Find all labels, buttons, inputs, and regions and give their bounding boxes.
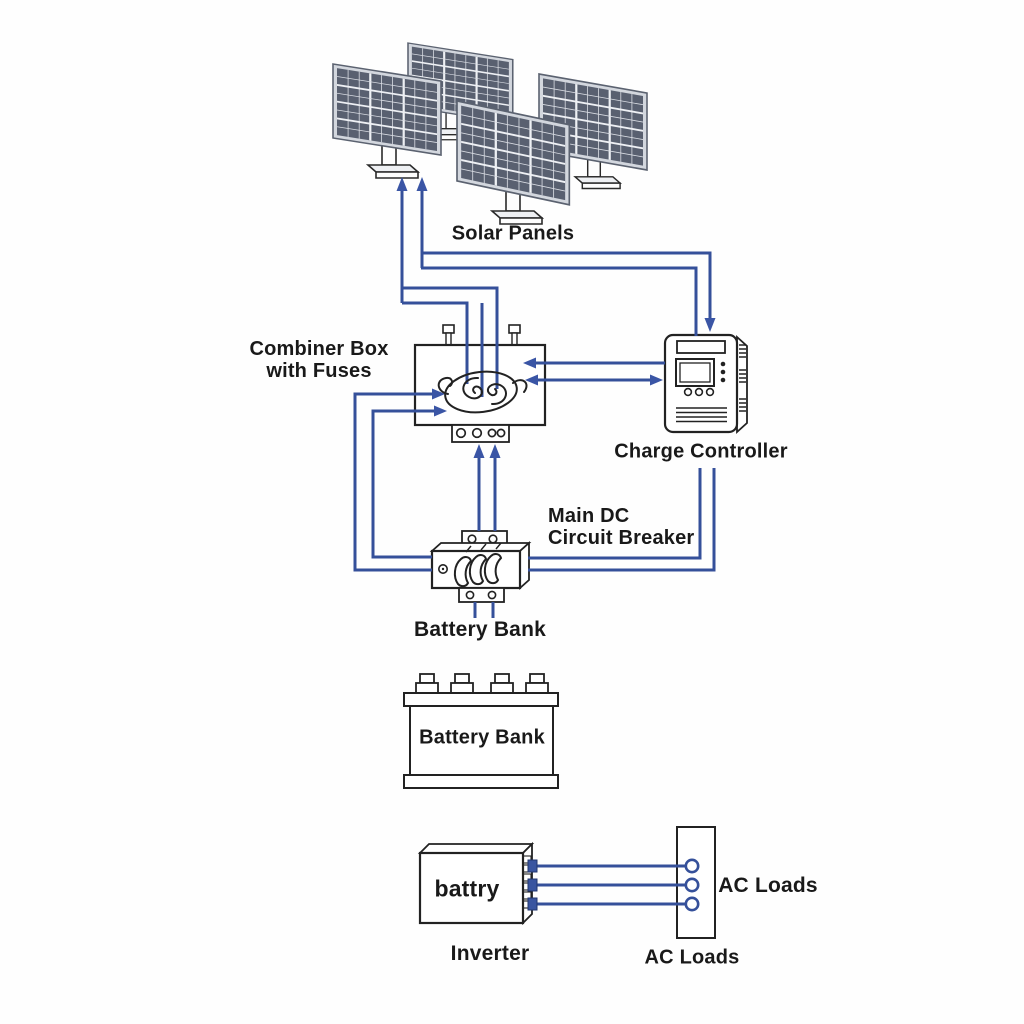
dc-circuit-breaker <box>429 530 532 603</box>
dc-breaker-label: Main DC Circuit Breaker <box>548 505 694 549</box>
combiner-terminals <box>455 427 506 439</box>
dc-breaker-label-line1: Main DC <box>548 505 630 527</box>
battery-bank-device-text: Battery Bank <box>419 726 545 749</box>
inverter-wire-connectors <box>527 859 538 911</box>
solar-panel-array <box>331 41 649 225</box>
combiner-box-label-line2: with Fuses <box>266 360 372 382</box>
ac-load-terminals <box>684 858 700 912</box>
combiner-fuse-scribble <box>437 370 528 414</box>
charge-controller-label: Charge Controller <box>614 440 788 463</box>
ac-loads-caption: AC Loads <box>644 946 740 969</box>
inverter-device-text: battry <box>434 875 500 902</box>
battery-bank-caption: Battery Bank <box>414 618 546 641</box>
ac-loads-side-label: AC Loads <box>718 874 818 897</box>
wire-arrowheads <box>396 177 716 458</box>
battery-bank <box>403 673 559 789</box>
charge-controller <box>663 333 748 435</box>
dc-breaker-label-line2: Circuit Breaker <box>548 527 695 549</box>
wires <box>353 189 716 906</box>
combiner-box-label: Combiner Box with Fuses <box>249 338 388 382</box>
inverter-caption: Inverter <box>450 942 530 965</box>
combiner-box-label-line1: Combiner Box <box>249 338 389 360</box>
solar-panels-label: Solar Panels <box>451 222 575 245</box>
